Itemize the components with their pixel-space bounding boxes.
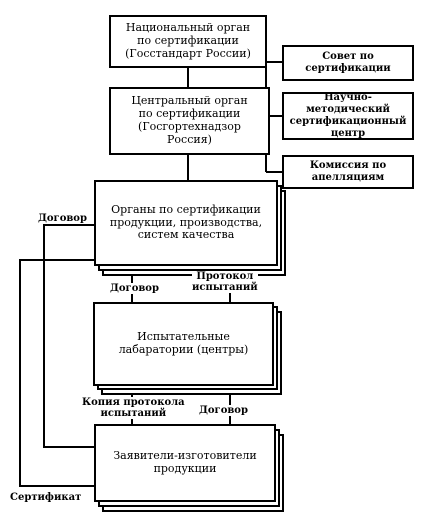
certification-bodies-text: Органы по сертификации продукции, произв… (109, 202, 263, 242)
appeals-commission-box: Комиссия по апелляциям (282, 155, 414, 189)
central-authority-box: Центральный орган по сертификации (Госго… (109, 87, 270, 155)
research-center-text: Научно-методический сертификационный цен… (289, 92, 407, 139)
national-authority-box: Национальный орган по сертификации (Госс… (109, 15, 267, 68)
applicants-box: Заявители-изготовители продукции (94, 424, 276, 502)
testing-labs-text: Испытательные лабаратории (центры) (118, 330, 249, 356)
certificate-label: Сертификат (10, 492, 82, 503)
link-contract-loop (43, 224, 94, 448)
contract-label-mid: Договор (110, 283, 159, 294)
council-text: Совет по сертификации (305, 51, 391, 74)
contract-label-left: Договор (38, 213, 87, 224)
council-box: Совет по сертификации (282, 45, 414, 81)
protocol-label: Протокол испытаний (192, 271, 258, 293)
applicants-text: Заявители-изготовители продукции (113, 449, 257, 475)
copy-protocol-label: Копия протокола испытаний (82, 397, 185, 419)
national-authority-text: Национальный орган по сертификации (Госс… (125, 21, 251, 60)
appeals-commission-text: Комиссия по апелляциям (309, 160, 387, 183)
certification-bodies-box: Органы по сертификации продукции, произв… (94, 180, 278, 266)
testing-labs-box: Испытательные лабаратории (центры) (93, 302, 274, 386)
research-center-box: Научно-методический сертификационный цен… (282, 92, 414, 140)
central-authority-text: Центральный орган по сертификации (Госго… (131, 94, 248, 146)
link-certificate-loop (19, 259, 94, 487)
contract-label-low: Договор (199, 405, 248, 416)
